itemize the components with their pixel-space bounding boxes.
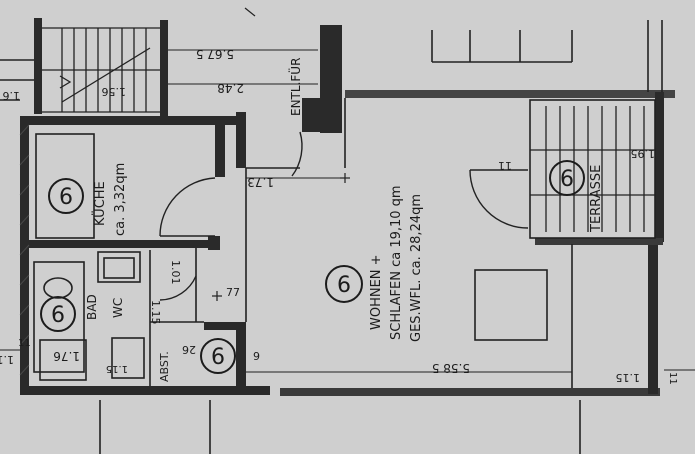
- wc-box: [97, 251, 141, 283]
- wall-hall-top: [345, 90, 675, 98]
- stairs-terrace: [530, 106, 655, 232]
- wall-terrace-bottom: [535, 238, 663, 245]
- dim-248: 2.48: [217, 81, 244, 95]
- dim-115-left: 1.15: [0, 353, 14, 366]
- wall-texture: [19, 124, 30, 376]
- room-number-terrace: 6: [560, 167, 574, 192]
- label-wohnen: WOHNEN +: [369, 254, 384, 330]
- dimension-lines: [0, 49, 695, 373]
- dimension-labels: 5.67 5 2.48 1.56 1.6 1.73 5.58 5 1.76 1.…: [0, 47, 678, 385]
- marker-crosses: [212, 7, 350, 301]
- wall-stair-right: [160, 20, 168, 116]
- dim-5585: 5.58 5: [432, 361, 470, 375]
- label-abst: ABST.: [158, 351, 171, 382]
- wardrobe: [474, 269, 548, 341]
- label-wc: WC: [111, 298, 125, 318]
- dim-156: 1.56: [102, 85, 127, 98]
- bath-sink: [111, 337, 145, 379]
- room-marker-living: 6: [325, 265, 363, 303]
- wall-stair-left: [34, 18, 42, 114]
- wall-right-lower: [648, 244, 658, 394]
- wall-terrace-right: [655, 92, 664, 242]
- stairs-top-left: [42, 27, 160, 113]
- dim-195: 1.95: [631, 147, 656, 160]
- room-number-bath: 6: [51, 303, 65, 328]
- room-number-abst: 6: [211, 345, 225, 370]
- dim-176: 1.76: [53, 349, 80, 363]
- wall-bottom-outer-2: [280, 388, 660, 396]
- wall-entl-pillar: [320, 25, 342, 133]
- label-bad: BAD: [85, 294, 99, 320]
- room-markers: 6 6 6 6 6: [40, 160, 585, 374]
- dim-5675: 5.67 5: [196, 47, 234, 61]
- room-number-kitchen: 6: [59, 185, 73, 210]
- wall-bath-right: [236, 322, 246, 388]
- kitchen-counter: [35, 133, 95, 239]
- doors: [159, 131, 529, 301]
- dim-101: 1.01: [169, 260, 182, 285]
- label-schlafen: SCHLAFEN ca 19,10 qm: [389, 185, 404, 340]
- door-bath-arc: [159, 275, 197, 301]
- label-entlfuer: ENTL.FÜR: [287, 58, 303, 116]
- wall-entrance-top: [236, 112, 246, 168]
- door-kitchen-arc: [159, 177, 216, 237]
- room-marker-terrace: 6: [549, 160, 585, 196]
- wall-bottom-outer: [20, 386, 270, 395]
- door-entrance-arc: [291, 131, 303, 177]
- label-terrasse: TERRASSE: [589, 165, 604, 233]
- terrace-area: [529, 99, 656, 239]
- wall-kitchen-bath: [29, 240, 219, 248]
- wall-kitchen-top: [20, 116, 244, 125]
- dim-11-top: 11: [498, 159, 512, 172]
- dim-26: 26: [182, 343, 196, 356]
- door-terrace-arc: [469, 169, 529, 229]
- label-geswfl: GES.WFL. ca. 28,24qm: [409, 194, 424, 342]
- room-number-living: 6: [337, 273, 351, 298]
- dim-6: 6: [253, 349, 260, 362]
- dim-16: 1.6: [3, 89, 21, 102]
- wall-abst-top: [204, 322, 244, 330]
- label-kueche: KÜCHE: [91, 181, 108, 226]
- wall-kitchen-right: [215, 125, 225, 177]
- wall-entl-pillar-2: [302, 98, 322, 132]
- dim-115-abst: 1.15: [149, 300, 162, 325]
- room-marker-kitchen: 6: [48, 178, 84, 214]
- label-kueche-area: ca. 3,32qm: [113, 163, 128, 236]
- room-labels: ENTL.FÜR TERRASSE KÜCHE ca. 3,32qm BAD W…: [85, 58, 604, 382]
- dim-115-bad: 1.15: [106, 363, 128, 374]
- room-marker-bath: 6: [40, 296, 76, 332]
- dim-11-side: 11: [667, 372, 678, 385]
- dim-11-left: 11: [18, 338, 31, 349]
- wc-seat: [103, 257, 135, 279]
- walls: [20, 18, 675, 396]
- wall-left-outer: [20, 116, 29, 394]
- dim-77: 77: [226, 286, 240, 299]
- room-marker-abst: 6: [200, 338, 236, 374]
- bath-tub: [33, 261, 85, 373]
- shower: [39, 339, 87, 381]
- dim-173: 1.73: [247, 175, 274, 189]
- dim-115-right: 1.15: [616, 371, 641, 384]
